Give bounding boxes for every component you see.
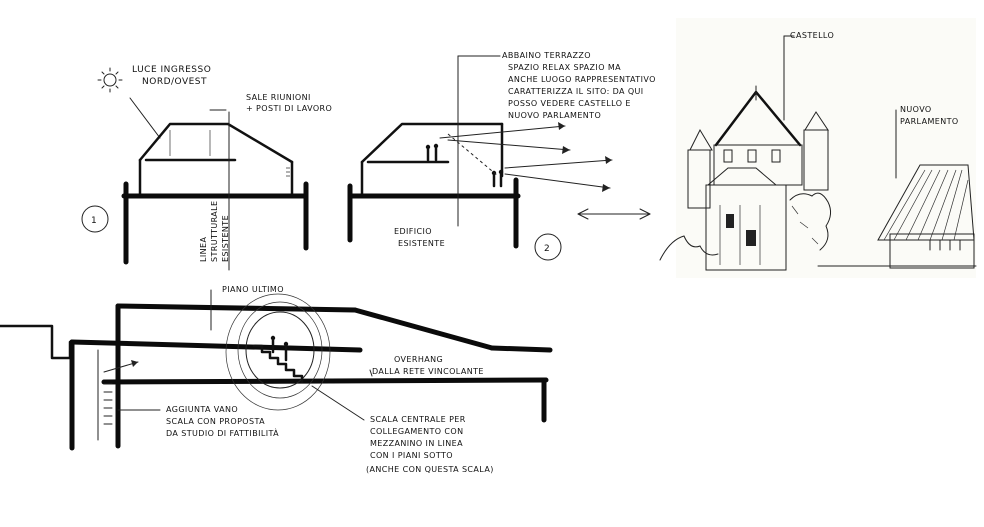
svg-text:LINEA: LINEA [199, 237, 208, 262]
terrace-label-5: POSSO VEDERE CASTELLO E [508, 99, 631, 108]
existing-label-2: ESISTENTE [398, 239, 445, 248]
terrace-label-6: NUOVO PARLAMENTO [508, 111, 601, 120]
sketch-2-section: ABBAINO TERRAZZO SPAZIO RELAX SPAZIO MA … [347, 51, 656, 261]
castle-parliament-view: CASTELLO NUOVO PARLAMENTO [659, 18, 977, 278]
parliament-drawing [817, 164, 977, 269]
stair-center-label-5: (ANCHE CON QUESTA SCALA) [366, 465, 494, 474]
view-dashed-line [447, 133, 499, 177]
sketch-1-section: LUCE INGRESSO NORD/OVEST SALE RIUNIONI +… [81, 65, 332, 271]
svg-text:STRUTTURALE: STRUTTURALE [210, 201, 219, 263]
parliament-label-2: PARLAMENTO [900, 117, 959, 126]
overhang-label-2: DALLA RETE VINCOLANTE [372, 367, 484, 376]
stair-center-label-1: SCALA CENTRALE PER [370, 415, 466, 424]
terrace-label-2: SPAZIO RELAX SPAZIO MA [508, 63, 621, 72]
light-label-2: NORD/OVEST [142, 77, 207, 87]
terrace-label-3: ANCHE LUOGO RAPPRESENTATIVO [508, 75, 656, 84]
svg-text:ESISTENTE: ESISTENTE [221, 215, 230, 262]
sun-icon [97, 67, 123, 93]
sketch-number-badge-1 [81, 205, 109, 233]
roof-slope [352, 307, 495, 351]
sketch-number-1: 1 [91, 216, 97, 226]
view-paper [676, 18, 976, 278]
roof-outline-2 [360, 122, 504, 164]
neighbour-profile [0, 324, 80, 360]
terrace-label-1: ABBAINO TERRAZZO [502, 51, 591, 60]
people-icon [425, 143, 504, 188]
stair-center-label-4: CON I PIANI SOTTO [370, 451, 453, 460]
light-ray [129, 97, 161, 139]
sketch-number-badge-2 [534, 233, 562, 261]
double-arrow-icon [577, 208, 651, 220]
rooms-label-1: SALE RIUNIONI [246, 93, 311, 102]
structural-line-label: LINEA STRUTTURALE ESISTENTE [199, 201, 230, 263]
stair-left-label-2: SCALA CON PROPOSTA [166, 417, 265, 426]
roof-line [115, 303, 358, 313]
stair-left-label-1: AGGIUNTA VANO [166, 405, 238, 414]
top-floor-label: PIANO ULTIMO [222, 285, 284, 294]
castle-label: CASTELLO [790, 31, 834, 40]
lower-slab [101, 377, 549, 385]
existing-label-1: EDIFICIO [394, 227, 432, 236]
light-label-1: LUCE INGRESSO [132, 65, 211, 75]
stair-left-label-3: DA STUDIO DI FATTIBILITÀ [166, 427, 279, 438]
roof-outline [138, 122, 294, 164]
central-stair [225, 293, 331, 411]
stair-center-label-3: MEZZANINO IN LINEA [370, 439, 463, 448]
parliament-label-1: NUOVO [900, 105, 932, 114]
stair-treads-left [103, 383, 113, 425]
castle-drawing [659, 85, 832, 271]
stair-center-label-2: COLLEGAMENTO CON [370, 427, 463, 436]
long-section: PIANO ULTIMO OVERHANG DALLA RETE VINCOLA… [0, 285, 553, 474]
view-arrows [439, 122, 613, 192]
overhang-label-1: OVERHANG [394, 355, 443, 364]
rooms-label-2: + POSTI DI LAVORO [246, 104, 332, 113]
terrace-label-4: CARATTERIZZA IL SITO: DA QUI [508, 87, 644, 96]
sketch-number-2: 2 [544, 244, 550, 254]
top-floor-slab [69, 339, 363, 353]
